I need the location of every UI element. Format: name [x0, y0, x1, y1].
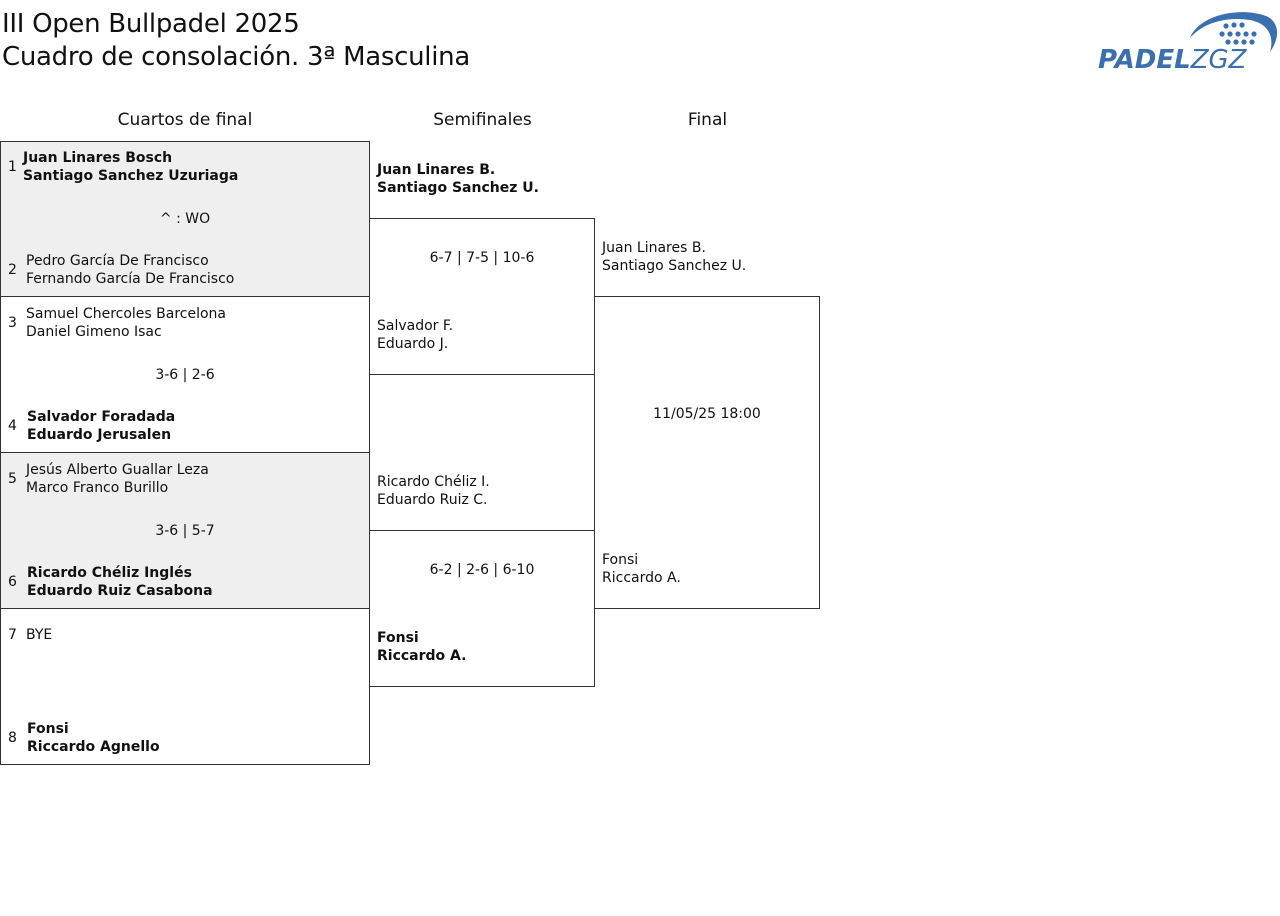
- round-heading-quarterfinals: Cuartos de final: [117, 110, 253, 130]
- team-player: Ricardo Chéliz I.: [377, 474, 490, 490]
- padelzgz-logo: PADELZGZ: [1098, 8, 1278, 74]
- team-player: Santiago Sanchez Uzuriaga: [23, 168, 239, 184]
- match-score: 6-7 | 7-5 | 10-6: [429, 250, 535, 266]
- seed-number: 6: [8, 574, 17, 590]
- team-player: Juan Linares B.: [602, 240, 706, 256]
- team-player: Pedro García De Francisco: [26, 253, 209, 269]
- page-subtitle: Cuadro de consolación. 3ª Masculina: [2, 42, 470, 72]
- team-player: Daniel Gimeno Isac: [26, 324, 162, 340]
- team-player: Santiago Sanchez U.: [377, 180, 539, 196]
- seed-number: 2: [8, 262, 17, 278]
- team-player: Salvador Foradada: [27, 409, 176, 425]
- seed-number: 7: [8, 627, 17, 643]
- match-score: 3-6 | 5-7: [155, 523, 215, 539]
- team-player: Salvador F.: [377, 318, 454, 334]
- team-player: Samuel Chercoles Barcelona: [26, 306, 226, 322]
- team-player: BYE: [26, 627, 53, 643]
- team-player: Riccardo A.: [377, 648, 467, 664]
- team-player: Marco Franco Burillo: [26, 480, 169, 496]
- team-player: Fonsi: [27, 721, 69, 737]
- team-player: Eduardo J.: [377, 336, 449, 352]
- team-player: Jesús Alberto Guallar Leza: [26, 462, 209, 478]
- round-heading-final: Final: [687, 110, 728, 130]
- final-match: [594, 296, 820, 609]
- team-player: Eduardo Ruiz C.: [377, 492, 488, 508]
- team-player: Santiago Sanchez U.: [602, 258, 747, 274]
- team-player: Riccardo Agnello: [27, 739, 160, 755]
- quarterfinal-match-3: [0, 452, 370, 609]
- padel-ball-icon: [1190, 12, 1278, 52]
- match-score: 6-2 | 2-6 | 6-10: [429, 562, 535, 578]
- team-player: Juan Linares B.: [377, 162, 496, 178]
- seed-number: 5: [8, 471, 17, 487]
- round-heading-semifinals: Semifinales: [433, 110, 532, 130]
- match-schedule: 11/05/25 18:00: [653, 406, 761, 422]
- team-player: Fonsi: [602, 552, 639, 568]
- team-player: Juan Linares Bosch: [23, 150, 173, 166]
- team-player: Ricardo Chéliz Inglés: [27, 565, 192, 581]
- team-player: Fonsi: [377, 630, 419, 646]
- match-score: 3-6 | 2-6: [155, 367, 215, 383]
- team-player: Eduardo Ruiz Casabona: [27, 583, 213, 599]
- logo-text-main: PADEL: [1098, 45, 1191, 75]
- seed-number: 1: [8, 159, 17, 175]
- seed-number: 3: [8, 315, 17, 331]
- team-player: Fernando García De Francisco: [26, 271, 235, 287]
- seed-number: 8: [8, 730, 17, 746]
- team-player: Riccardo A.: [602, 570, 681, 586]
- quarterfinal-match-1: [0, 141, 370, 297]
- seed-number: 4: [8, 418, 17, 434]
- page-title: III Open Bullpadel 2025: [2, 9, 300, 39]
- match-score: ^ : WO: [159, 211, 211, 227]
- team-player: Eduardo Jerusalen: [27, 427, 172, 443]
- logo-text-suffix: ZGZ: [1190, 45, 1247, 75]
